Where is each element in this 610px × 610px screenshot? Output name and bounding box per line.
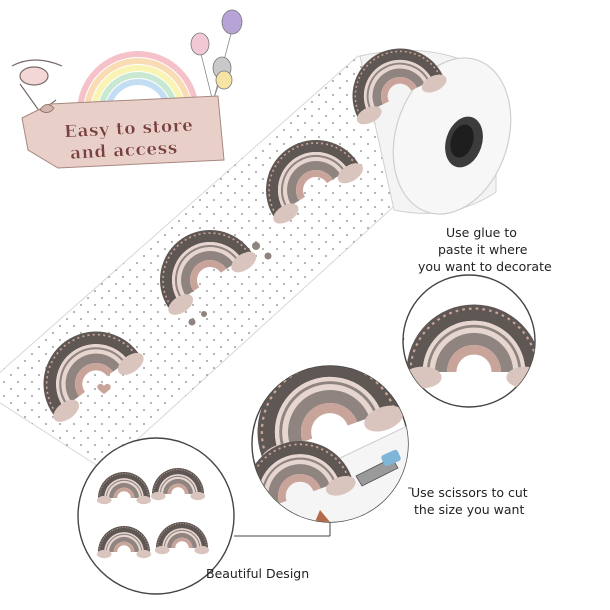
glue-caption-line-2: paste it where (438, 242, 528, 257)
banner-ribbon (21, 95, 225, 169)
scissors-caption-line-2: the size you want (414, 502, 525, 517)
sticker-roll (359, 49, 512, 215)
closeup-circle-designs (77, 437, 235, 595)
glue-caption-line-3: you want to decorate (418, 259, 552, 274)
closeup-circle-rainbow (402, 274, 536, 408)
design-caption: Beautiful Design (206, 566, 310, 581)
heart-icon (97, 383, 111, 394)
flower-icon (188, 242, 272, 326)
scissors-caption-line-1: Use scissors to cut (411, 485, 528, 500)
balloons-illustration (190, 9, 243, 99)
closeup-circle-scissors (251, 365, 409, 523)
glue-caption-line-1: Use glue to (446, 225, 517, 240)
callout-line (402, 337, 405, 342)
